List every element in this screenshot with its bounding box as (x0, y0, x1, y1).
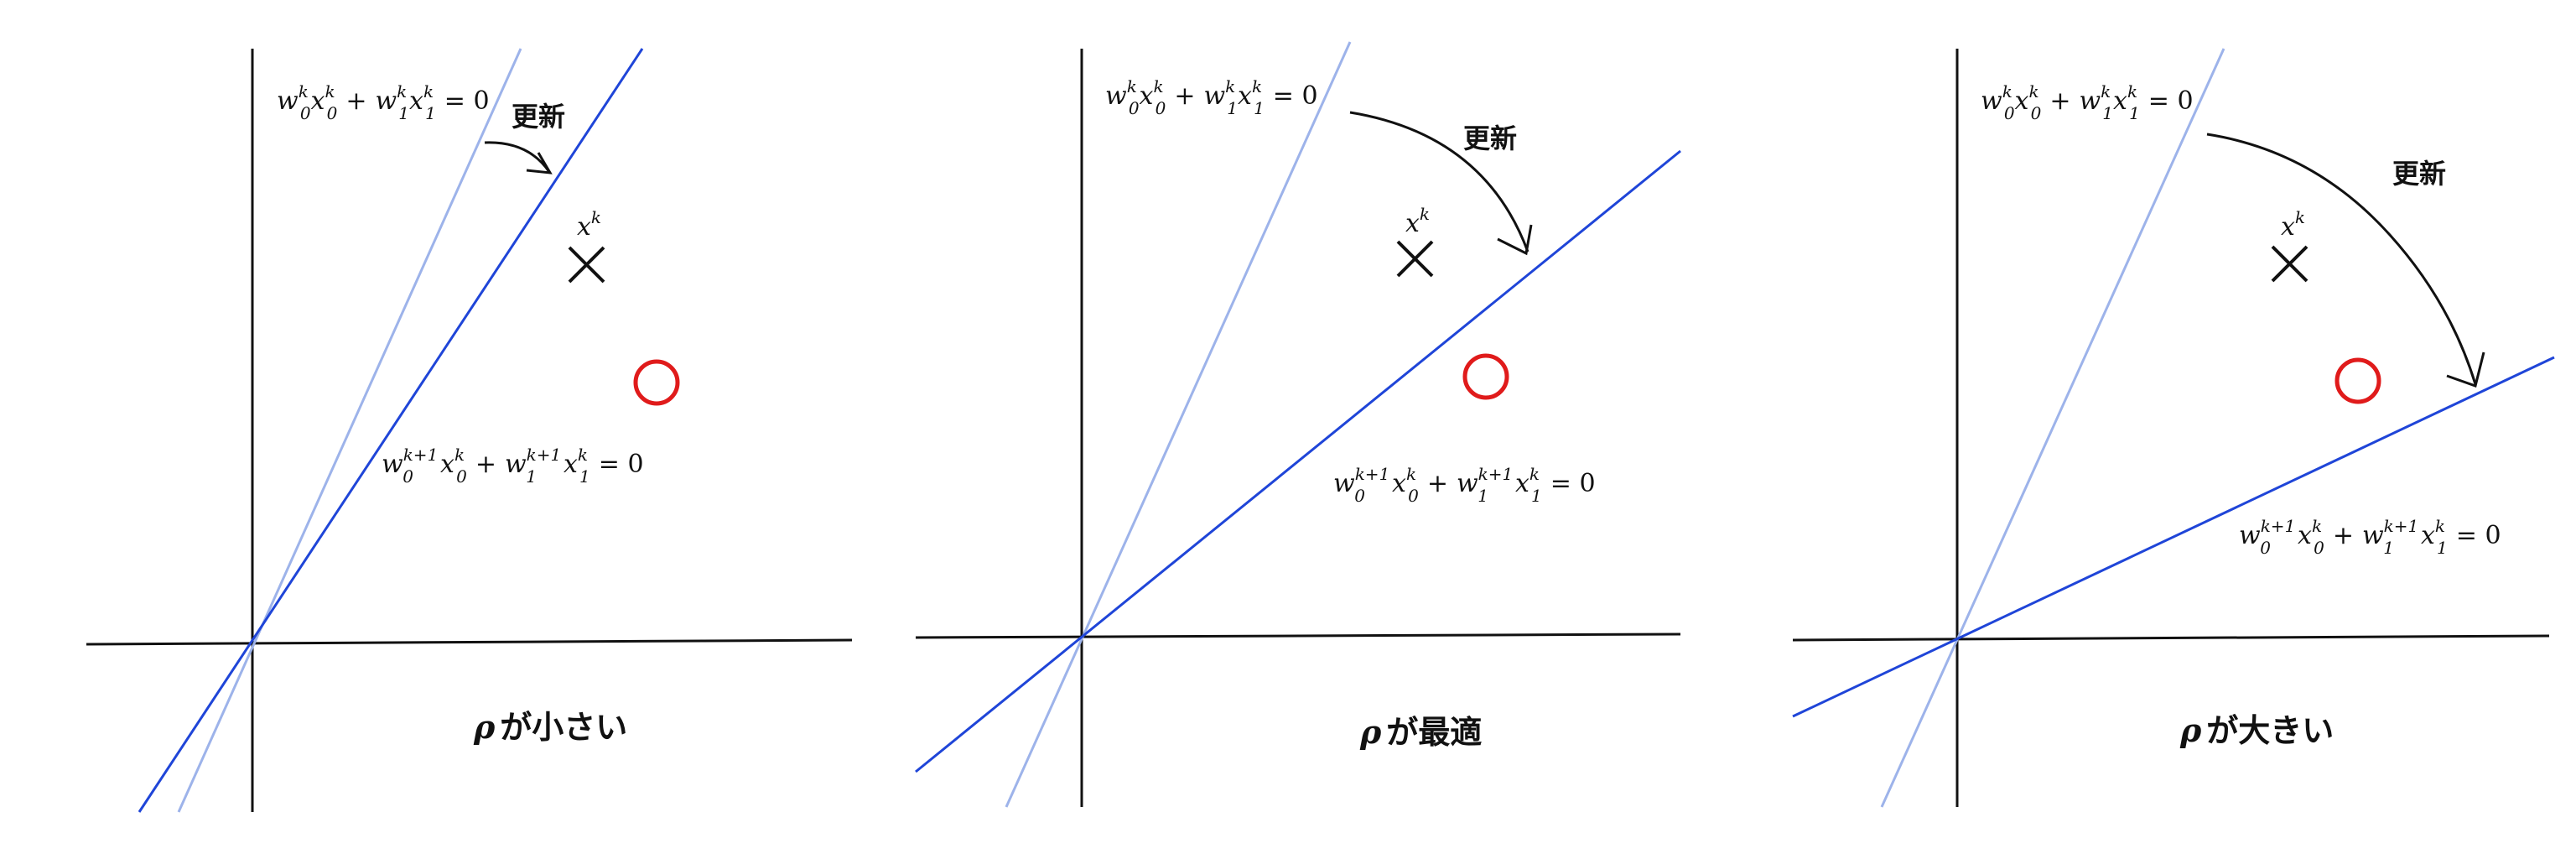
old-decision-boundary (177, 48, 522, 813)
old-decision-boundary (1880, 48, 2225, 808)
new-decision-boundary (1792, 356, 2555, 718)
update-arrowhead (2446, 351, 2485, 388)
update-arrow (1349, 111, 1530, 252)
negative-sample-cross (568, 246, 605, 284)
positive-sample-circle (633, 359, 680, 406)
new-decision-boundary (915, 149, 1681, 773)
positive-sample-circle (1462, 353, 1509, 400)
x-axis (1792, 634, 2550, 642)
update-arrow (2206, 133, 2477, 385)
update-arrowhead (1497, 224, 1533, 256)
point-label: xk (2281, 207, 2305, 242)
new-decision-boundary (138, 48, 644, 813)
point-label: xk (1405, 204, 1430, 238)
update-label: 更新 (2392, 158, 2446, 190)
positive-sample-circle (2334, 357, 2381, 404)
x-axis (86, 638, 853, 646)
old-decision-boundary (1005, 41, 1352, 808)
update-arrowhead (526, 152, 553, 174)
negative-sample-cross (1396, 240, 1434, 278)
negative-sample-cross (2271, 245, 2309, 283)
update-label: 更新 (1463, 122, 1517, 154)
point-label: xk (577, 207, 601, 242)
update-label: 更新 (512, 101, 565, 133)
x-axis (915, 633, 1681, 639)
